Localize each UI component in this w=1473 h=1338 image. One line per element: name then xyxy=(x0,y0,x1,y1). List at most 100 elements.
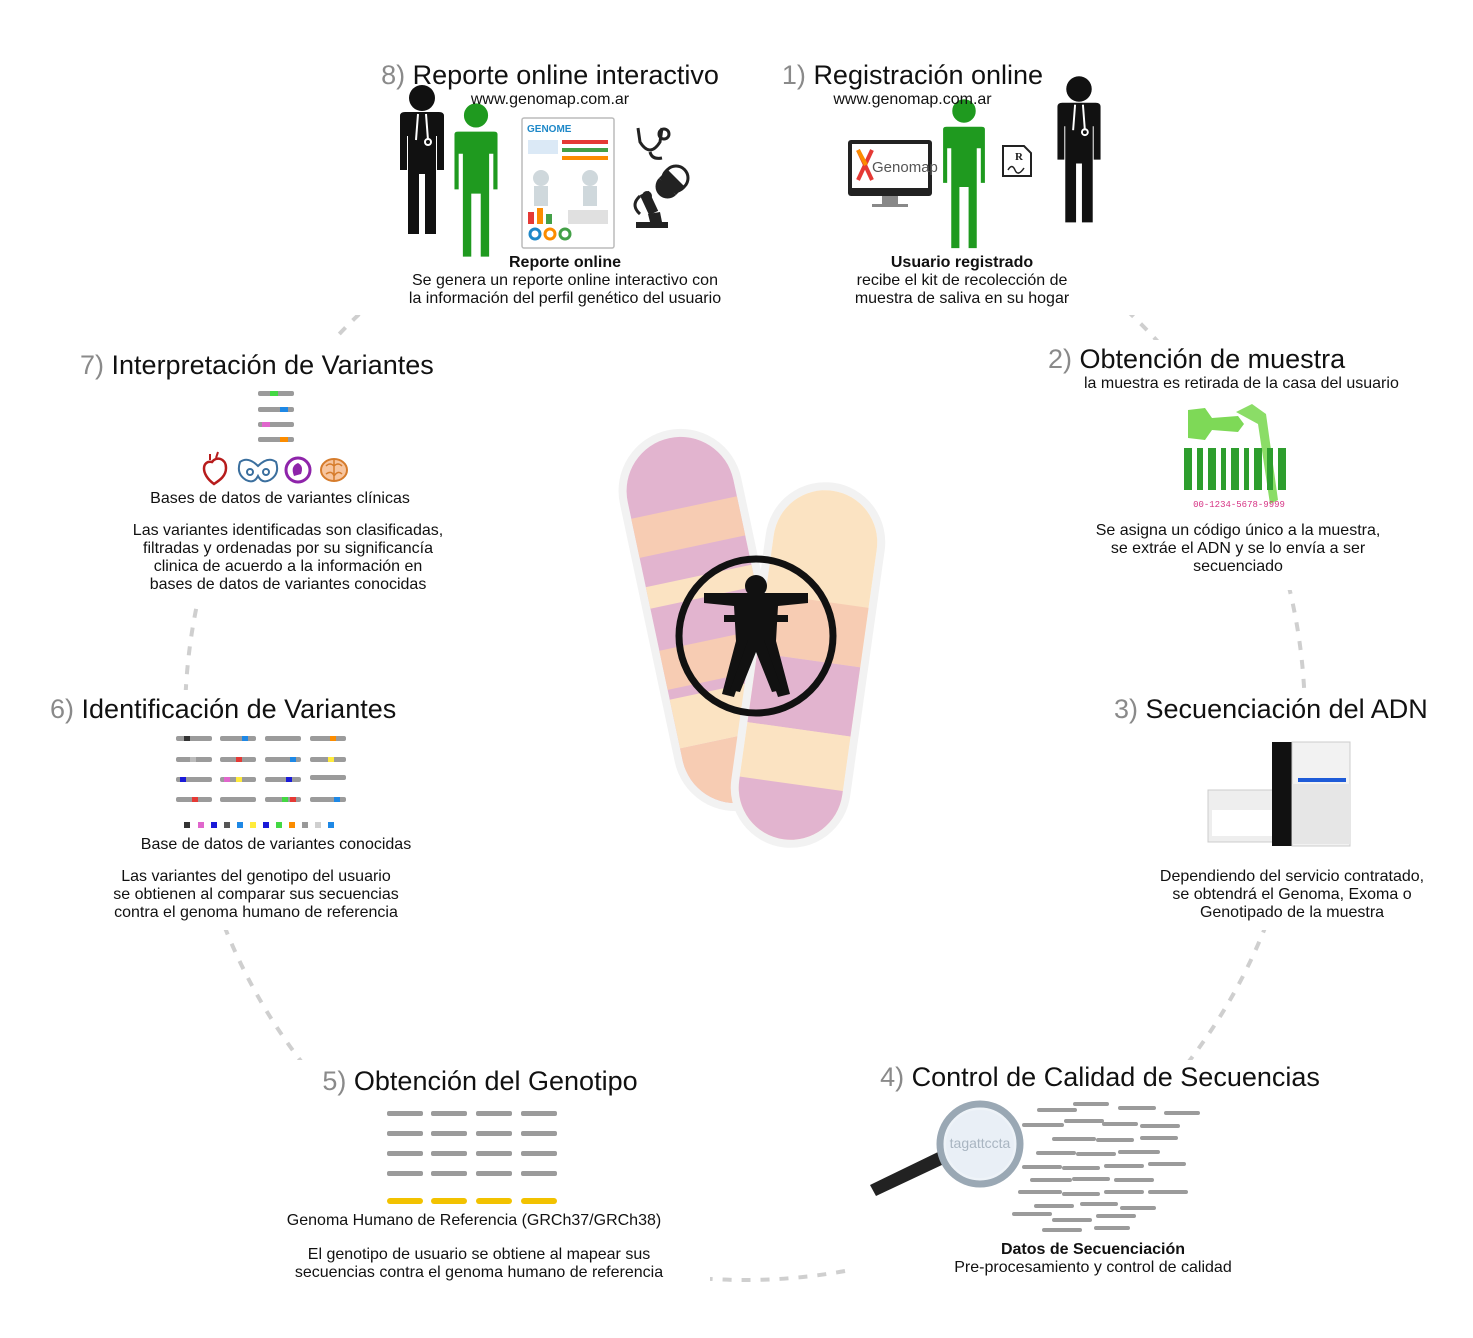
step-7-caption-line: clinica de acuerdo a la información en xyxy=(153,558,423,575)
step-7-caption-line: filtradas y ordenadas por su significanc… xyxy=(143,540,433,557)
step-4-caption-text: Pre-procesamiento y control de calidad xyxy=(923,1259,1263,1277)
step-5-title-text: Obtención del Genotipo xyxy=(353,1066,638,1096)
step-1-title-text: Registración online xyxy=(813,60,1044,90)
step-2-caption-text: Se asigna un código único a la muestra, … xyxy=(1058,522,1418,576)
step-7-caption-text: Las variantes identificadas son clasific… xyxy=(88,522,488,594)
step-8-caption-title: Reporte online xyxy=(508,254,621,271)
step-2-title: 2) Obtención de muestra xyxy=(1030,344,1470,375)
fetus-icon xyxy=(284,456,312,484)
step-5-label-text: Genoma Humano de Referencia (GRCh37/GRCh… xyxy=(286,1212,662,1229)
step-2-subtitle: la muestra es retirada de la casa del us… xyxy=(1084,375,1399,392)
step-7-label-text: Bases de datos de variantes clínicas xyxy=(150,490,410,507)
step-5-header: 5) Obtención del Genotipo xyxy=(260,1066,700,1097)
step-5-caption-line: El genotipo de usuario se obtiene al map… xyxy=(307,1246,651,1263)
step-1-header: 1) Registración online www.genomap.com.a… xyxy=(740,60,1085,108)
step-8-header: 8) Reporte online interactivo www.genoma… xyxy=(330,60,770,108)
step-6-label-text: Base de datos de variantes conocidas xyxy=(140,836,412,853)
step-4-number: 4) xyxy=(880,1062,905,1092)
step-7-caption-line: Las variantes identificadas son clasific… xyxy=(132,522,444,539)
microscope-icon xyxy=(633,190,668,228)
report-header-text: GENOME xyxy=(527,124,572,135)
step-3-caption-line: Dependiendo del servicio contratado, xyxy=(1159,868,1425,885)
step-8-caption-text: Se genera un reporte online interactivo … xyxy=(345,272,785,308)
step-6-header: 6) Identificación de Variantes xyxy=(40,694,460,725)
reference-genome-bars xyxy=(387,1198,557,1204)
step-6-caption-line: contra el genoma humano de referencia xyxy=(114,904,398,921)
step-1-caption-text: recibe el kit de recolección de muestra … xyxy=(812,272,1112,308)
sequencer-icon xyxy=(1207,741,1351,847)
step-3-caption: Dependiendo del servicio contratado, se … xyxy=(1122,868,1462,922)
barcode-number: 00-1234-5678-9999 xyxy=(1193,500,1285,510)
step-7-title: 7) Interpretación de Variantes xyxy=(70,350,490,381)
stethoscope-icon xyxy=(636,127,671,160)
step-4-caption-title: Datos de Secuenciación xyxy=(1000,1241,1186,1258)
step-3-caption-line: se obtendrá el Genoma, Exoma o xyxy=(1172,886,1412,903)
doctor-icon xyxy=(1057,76,1101,223)
clinical-variant-reads xyxy=(258,391,294,442)
step-4-title: 4) Control de Calidad de Secuencias xyxy=(850,1062,1350,1093)
genotype-reads xyxy=(387,1111,557,1204)
step-6-number: 6) xyxy=(50,694,75,724)
svg-text:R: R xyxy=(1015,151,1024,163)
step-1-caption-line: recibe el kit de recolección de xyxy=(856,272,1068,289)
step-1-url[interactable]: www.genomap.com.ar xyxy=(833,91,992,108)
step-8-url[interactable]: www.genomap.com.ar xyxy=(470,91,630,108)
step-5-caption-line: secuencias contra el genoma humano de re… xyxy=(294,1264,664,1281)
step-6-title-text: Identificación de Variantes xyxy=(81,694,397,724)
step-2-caption-line: se extráe el ADN y se lo envía a ser xyxy=(1110,540,1366,557)
step-7-number: 7) xyxy=(80,350,105,380)
step-2-header: 2) Obtención de muestra la muestra es re… xyxy=(1030,344,1470,392)
pill-icon xyxy=(655,164,690,199)
lens-text: tagattccta xyxy=(950,1135,1011,1151)
step-6-label: Base de datos de variantes conocidas xyxy=(66,836,486,853)
step-4-title-text: Control de Calidad de Secuencias xyxy=(911,1062,1320,1092)
step-8-caption: Reporte online Se genera un reporte onli… xyxy=(345,254,785,308)
vitruvian-man-icon xyxy=(675,555,837,717)
step-5-caption: El genotipo de usuario se obtiene al map… xyxy=(234,1246,724,1282)
step-4-header: 4) Control de Calidad de Secuencias xyxy=(850,1062,1350,1093)
step-3-caption-text: Dependiendo del servicio contratado, se … xyxy=(1122,868,1462,922)
sequence-reads xyxy=(1012,1102,1200,1232)
step-8-caption-line: la información del perfil genético del u… xyxy=(408,290,722,307)
variant-legend xyxy=(184,822,334,828)
step-4-caption: Datos de Secuenciación Pre-procesamiento… xyxy=(923,1241,1263,1277)
step-3-header: 3) Secuenciación del ADN xyxy=(1100,694,1473,725)
step-7-caption: Las variantes identificadas son clasific… xyxy=(88,522,488,594)
step-2-caption-line: Se asigna un código único a la muestra, xyxy=(1095,522,1381,539)
step-3-title: 3) Secuenciación del ADN xyxy=(1100,694,1473,725)
monitor-icon: Genomap xyxy=(848,140,938,207)
step-8-number: 8) xyxy=(381,60,406,90)
variant-reads xyxy=(176,736,346,828)
step-5-number: 5) xyxy=(322,1066,347,1096)
step-7-label: Bases de datos de variantes clínicas xyxy=(80,490,480,507)
step-1-number: 1) xyxy=(781,60,806,90)
step-7-caption-line: bases de datos de variantes conocidas xyxy=(149,576,427,593)
pelvis-icon xyxy=(237,458,279,483)
step-7-title-text: Interpretación de Variantes xyxy=(111,350,434,380)
heart-icon xyxy=(202,451,228,486)
step-3-caption-line: Genotipado de la muestra xyxy=(1199,904,1385,921)
barcode-icon: 00-1234-5678-9999 xyxy=(1184,448,1286,510)
report-thumbnail: GENOME xyxy=(521,117,615,249)
step-5-caption-text: El genotipo de usuario se obtiene al map… xyxy=(234,1246,724,1282)
step-4-caption-line: Pre-procesamiento y control de calidad xyxy=(954,1259,1232,1276)
step-2-title-text: Obtención de muestra xyxy=(1079,344,1346,374)
step-6-title: 6) Identificación de Variantes xyxy=(40,694,460,725)
step-8-title-text: Reporte online interactivo xyxy=(412,60,719,90)
step-5-label: Genoma Humano de Referencia (GRCh37/GRCh… xyxy=(224,1212,724,1229)
step-3-title-text: Secuenciación del ADN xyxy=(1145,694,1428,724)
prescription-icon: R xyxy=(1002,145,1032,177)
step-6-caption-line: Las variantes del genotipo del usuario xyxy=(121,868,391,885)
brain-icon xyxy=(320,458,348,482)
step-7-header: 7) Interpretación de Variantes xyxy=(70,350,490,381)
step-6-caption: Las variantes del genotipo del usuario s… xyxy=(76,868,436,922)
step-5-title: 5) Obtención del Genotipo xyxy=(260,1066,700,1097)
step-6-caption-text: Las variantes del genotipo del usuario s… xyxy=(76,868,436,922)
step-8-caption-line: Se genera un reporte online interactivo … xyxy=(412,272,718,289)
step-1-title: 1) Registración online xyxy=(740,60,1085,91)
step-1-caption-line: muestra de saliva en su hogar xyxy=(854,290,1070,307)
step-3-number: 3) xyxy=(1114,694,1139,724)
step-2-caption: Se asigna un código único a la muestra, … xyxy=(1058,522,1418,576)
step-6-caption-line: se obtienen al comparar sus secuencias xyxy=(113,886,399,903)
